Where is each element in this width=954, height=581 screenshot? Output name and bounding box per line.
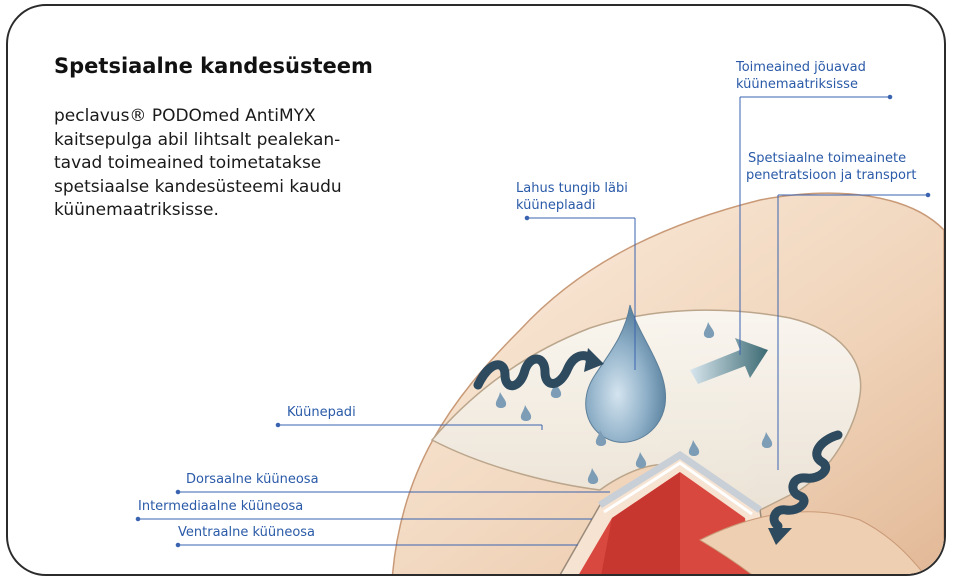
label-toimeained-line2: küünemaatriksisse: [736, 76, 858, 93]
label-intermediaalne: Intermediaalne küüneosa: [138, 498, 303, 515]
label-spets-line1: Spetsiaalne toimeainete: [748, 150, 906, 167]
intro-paragraph: peclavus® PODOmed AntiMYX kaitsepulga ab…: [54, 105, 384, 223]
label-spets-line2: penetratsioon ja transport: [746, 167, 916, 184]
section-heading: Spetsiaalne kandesüsteem: [54, 54, 373, 78]
label-ventraalne: Ventraalne küüneosa: [178, 524, 315, 541]
label-lahus-line2: küüneplaadi: [516, 197, 596, 214]
label-kyynepadi: Küünepadi: [287, 404, 356, 421]
label-toimeained-line1: Toimeained jõuavad: [736, 59, 866, 76]
label-lahus-line1: Lahus tungib läbi: [516, 180, 628, 197]
label-dorsaalne: Dorsaalne küüneosa: [186, 471, 319, 488]
